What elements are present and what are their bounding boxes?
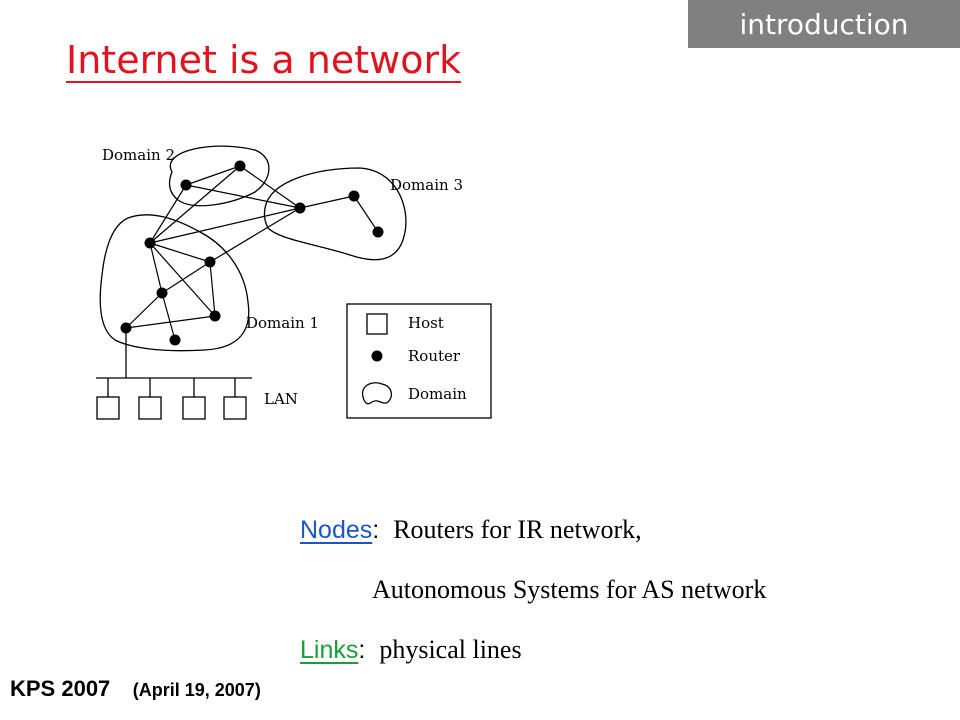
router: [294, 202, 306, 214]
nodes-text-1: Routers for IR network,: [393, 515, 642, 544]
nodes-colon: :: [372, 515, 380, 544]
nodes-line-2: Autonomous Systems for AS network: [300, 560, 766, 620]
section-tag: introduction: [688, 0, 960, 48]
host: [223, 396, 247, 420]
links-colon: :: [358, 635, 366, 664]
domain-3-outline: [263, 167, 407, 261]
domain-blob-icon: [361, 382, 393, 405]
footer-date: (April 19, 2007): [132, 680, 261, 700]
link: [125, 315, 216, 329]
lan: [96, 328, 252, 420]
domain-2-label: Domain 2: [102, 146, 175, 164]
host-square-icon: [366, 313, 388, 335]
page-title: Internet is a network: [66, 38, 462, 82]
link: [149, 242, 163, 294]
footer-kps: KPS 2007: [10, 676, 111, 701]
link: [161, 292, 176, 341]
legend-router-label: Router: [408, 347, 461, 365]
host: [138, 396, 162, 420]
links-text: physical lines: [379, 635, 522, 664]
router-dot-icon: [371, 350, 383, 362]
link: [209, 261, 216, 317]
link: [149, 242, 211, 263]
domain-1-label: Domain 1: [246, 314, 319, 332]
link: [209, 207, 301, 263]
host: [96, 396, 120, 420]
link: [149, 184, 187, 244]
link: [239, 165, 301, 209]
link: [161, 261, 211, 294]
link: [149, 165, 241, 244]
domain-1-outline: [99, 214, 250, 352]
legend: Host Router Domain: [346, 303, 492, 419]
router: [234, 160, 246, 172]
domain-3-label: Domain 3: [390, 176, 463, 194]
footer: KPS 2007 (April 19, 2007): [10, 676, 261, 702]
router: [156, 287, 168, 299]
router: [144, 237, 156, 249]
links-line: Links: physical lines: [300, 620, 766, 680]
link: [185, 165, 241, 186]
links: [125, 165, 379, 341]
router: [204, 256, 216, 268]
router: [169, 334, 181, 346]
link: [125, 292, 163, 329]
host: [182, 396, 206, 420]
domain-2-outline: [168, 145, 270, 207]
router: [180, 179, 192, 191]
router: [209, 310, 221, 322]
nodes-key: Nodes: [300, 515, 373, 544]
routers: [120, 160, 384, 346]
link: [185, 184, 301, 209]
router: [348, 190, 360, 202]
lan-label: LAN: [264, 390, 298, 408]
link: [299, 195, 355, 209]
link: [353, 195, 379, 233]
links-key: Links: [300, 635, 359, 664]
legend-domain-label: Domain: [408, 385, 467, 403]
nodes-line: Nodes: Routers for IR network,: [300, 500, 766, 560]
legend-host-label: Host: [408, 314, 444, 332]
router: [372, 226, 384, 238]
link: [149, 207, 301, 244]
definitions: Nodes: Routers for IR network, Autonomou…: [300, 500, 766, 680]
nodes-text-2: Autonomous Systems for AS network: [372, 575, 767, 604]
